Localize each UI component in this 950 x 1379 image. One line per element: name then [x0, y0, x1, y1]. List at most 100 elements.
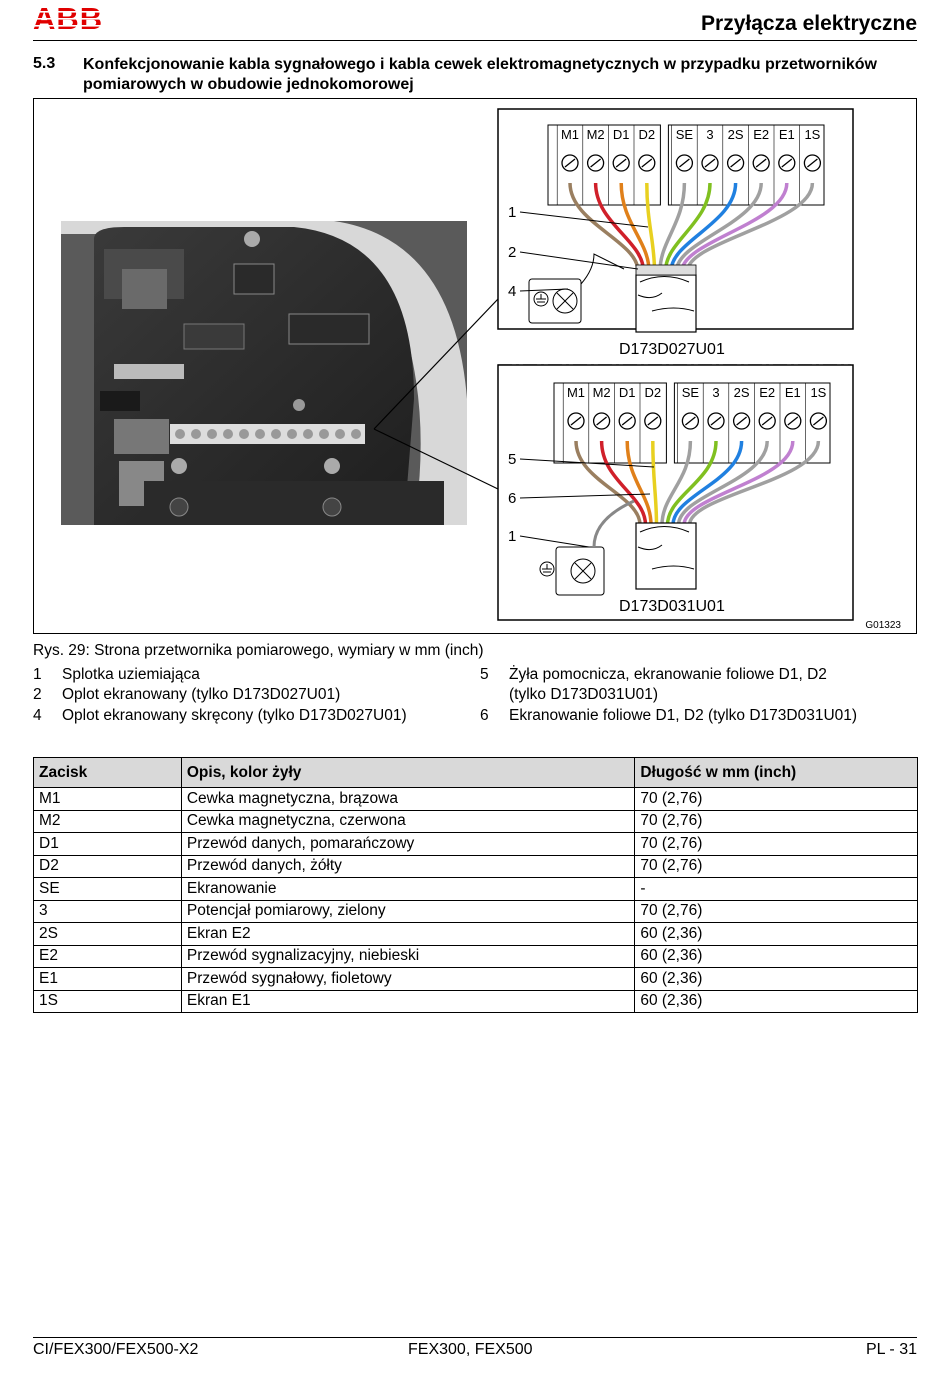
table-cell: D1 — [33, 832, 182, 856]
terminal-label-e1: E1 — [779, 127, 795, 142]
terminal-label-2s: 2S — [734, 385, 750, 400]
table-cell: 60 (2,36) — [634, 922, 918, 946]
footer-document-code: CI/FEX300/FEX500-X2 — [33, 1341, 199, 1358]
table-cell: SE — [33, 877, 182, 901]
table-cell: 60 (2,36) — [634, 989, 918, 1013]
table-cell: D2 — [33, 854, 182, 878]
device-photo — [61, 221, 467, 525]
ground-symbol — [533, 291, 549, 307]
table-cell: 60 (2,36) — [634, 967, 918, 991]
column-header: Długość w mm (inch) — [634, 757, 918, 788]
terminal-label-e2: E2 — [759, 385, 775, 400]
terminal-label-2s: 2S — [728, 127, 744, 142]
wire-m1 — [568, 182, 640, 272]
table-cell: 70 (2,76) — [634, 832, 918, 856]
table-cell: E1 — [33, 967, 182, 991]
column-header: Opis, kolor żyły — [180, 757, 636, 788]
section-number: 5.3 — [33, 55, 56, 72]
header-title: Przyłącza elektryczne — [701, 12, 917, 35]
label-d173d027u01: D173D027U01 — [619, 341, 725, 358]
terminal-label-d2: D2 — [644, 385, 661, 400]
section-title: Konfekcjonowanie kabla sygnałowego i kab… — [83, 56, 877, 93]
label-d173d031u01: D173D031U01 — [619, 598, 725, 615]
terminal-label-1s: 1S — [810, 385, 826, 400]
table-cell: Przewód danych, żółty — [180, 854, 636, 878]
table-cell: M2 — [33, 809, 182, 833]
callout-6: 6 — [508, 490, 516, 507]
table-cell: E2 — [33, 944, 182, 968]
terminal-label-m1: M1 — [561, 127, 579, 142]
table-cell: 70 (2,76) — [634, 899, 918, 923]
table-cell: 70 (2,76) — [634, 854, 918, 878]
table-cell: 2S — [33, 922, 182, 946]
wire-e1 — [680, 182, 789, 272]
table-cell: 70 (2,76) — [634, 787, 918, 811]
wire-se — [658, 182, 687, 272]
table-cell: Ekran E1 — [180, 989, 636, 1013]
terminal-table: Zacisk Opis, kolor żyły Długość w mm (in… — [33, 757, 918, 1013]
terminal-label-3: 3 — [706, 127, 713, 142]
wire-m1 — [574, 440, 642, 526]
table-header-row: Zacisk Opis, kolor żyły Długość w mm (in… — [33, 757, 918, 788]
terminal-label-e2: E2 — [753, 127, 769, 142]
table-cell: 3 — [33, 899, 182, 923]
column-header: Zacisk — [33, 757, 182, 788]
wire-d2 — [651, 440, 659, 526]
table-cell: 60 (2,36) — [634, 944, 918, 968]
wire-e2 — [674, 182, 763, 272]
terminal-label-d1: D1 — [619, 385, 636, 400]
wire-3 — [665, 440, 718, 526]
terminal-label-se: SE — [676, 127, 694, 142]
figure-code: G01323 — [865, 620, 901, 631]
wire-1s — [687, 440, 821, 526]
table-cell: Potencjał pomiarowy, zielony — [180, 899, 636, 923]
table-cell: Przewód sygnalizacyjny, niebieski — [180, 944, 636, 968]
callout-4: 4 — [508, 283, 516, 300]
terminal-label-3: 3 — [712, 385, 719, 400]
wire-1s — [685, 182, 815, 272]
terminal-label-e1: E1 — [785, 385, 801, 400]
footer-product: FEX300, FEX500 — [408, 1341, 533, 1358]
terminal-label-d1: D1 — [613, 127, 630, 142]
table-cell: Przewód danych, pomarańczowy — [180, 832, 636, 856]
footer-divider — [33, 1337, 917, 1338]
wire-2s — [671, 440, 744, 526]
wire-e1 — [682, 440, 795, 526]
terminal-label-m2: M2 — [587, 127, 605, 142]
terminal-label-m1: M1 — [567, 385, 585, 400]
header-divider — [33, 40, 917, 41]
legend-item: (tylko D173D031U01) — [509, 686, 659, 703]
callout-2: 2 — [508, 244, 516, 261]
wire-m2 — [599, 440, 648, 526]
wire-d2 — [645, 182, 657, 272]
wire-m2 — [593, 182, 646, 272]
figure-caption: Rys. 29: Strona przetwornika pomiarowego… — [33, 642, 484, 659]
table-cell: Ekranowanie — [180, 877, 636, 901]
table-cell: Ekran E2 — [180, 922, 636, 946]
wire-2s — [669, 182, 738, 272]
wire-3 — [663, 182, 712, 272]
wire-d1 — [619, 182, 651, 272]
wire-se — [660, 440, 693, 526]
callout-5: 5 — [508, 451, 516, 468]
table-cell: 1S — [33, 989, 182, 1013]
table-cell: Cewka magnetyczna, czerwona — [180, 809, 636, 833]
terminal-label-1s: 1S — [804, 127, 820, 142]
